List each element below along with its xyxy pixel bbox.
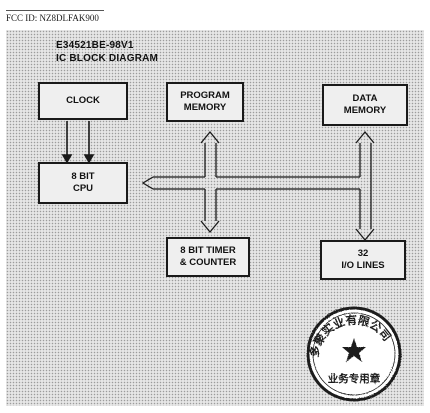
io-label-line2: I/O LINES bbox=[341, 260, 385, 271]
data-memory-block: DATA MEMORY bbox=[322, 84, 408, 126]
system-bus bbox=[141, 130, 375, 242]
diagram-panel bbox=[6, 30, 424, 406]
cpu-block: 8 BIT CPU bbox=[38, 162, 128, 204]
fcc-id-label: FCC ID: NZ8DLFAK900 bbox=[6, 13, 99, 23]
clock-block: CLOCK bbox=[38, 82, 128, 120]
part-number: E34521BE-98V1 bbox=[56, 40, 134, 51]
cpu-label-line1: 8 BIT bbox=[71, 171, 95, 182]
company-seal: 多聚实业有限公司 业务专用章 bbox=[306, 306, 402, 402]
diagram-title: IC BLOCK DIAGRAM bbox=[56, 53, 159, 64]
io-lines-block: 32 I/O LINES bbox=[320, 240, 406, 280]
program-memory-label-line2: MEMORY bbox=[183, 102, 227, 113]
cpu-label-line2: CPU bbox=[72, 183, 94, 194]
data-memory-label-line1: DATA bbox=[352, 93, 378, 104]
clock-label: CLOCK bbox=[66, 95, 100, 106]
timer-label-line1: 8 BIT TIMER bbox=[180, 245, 236, 256]
io-label-line1: 32 bbox=[357, 248, 369, 259]
timer-label-line2: & COUNTER bbox=[179, 257, 237, 268]
program-memory-label-line1: PROGRAM bbox=[180, 90, 230, 101]
timer-counter-block: 8 BIT TIMER & COUNTER bbox=[166, 237, 250, 277]
program-memory-block: PROGRAM MEMORY bbox=[166, 82, 244, 122]
svg-text:业务专用章: 业务专用章 bbox=[328, 372, 381, 385]
clock-cpu-arrows bbox=[61, 121, 95, 164]
data-memory-label-line2: MEMORY bbox=[343, 105, 387, 116]
header-rule bbox=[6, 10, 104, 11]
